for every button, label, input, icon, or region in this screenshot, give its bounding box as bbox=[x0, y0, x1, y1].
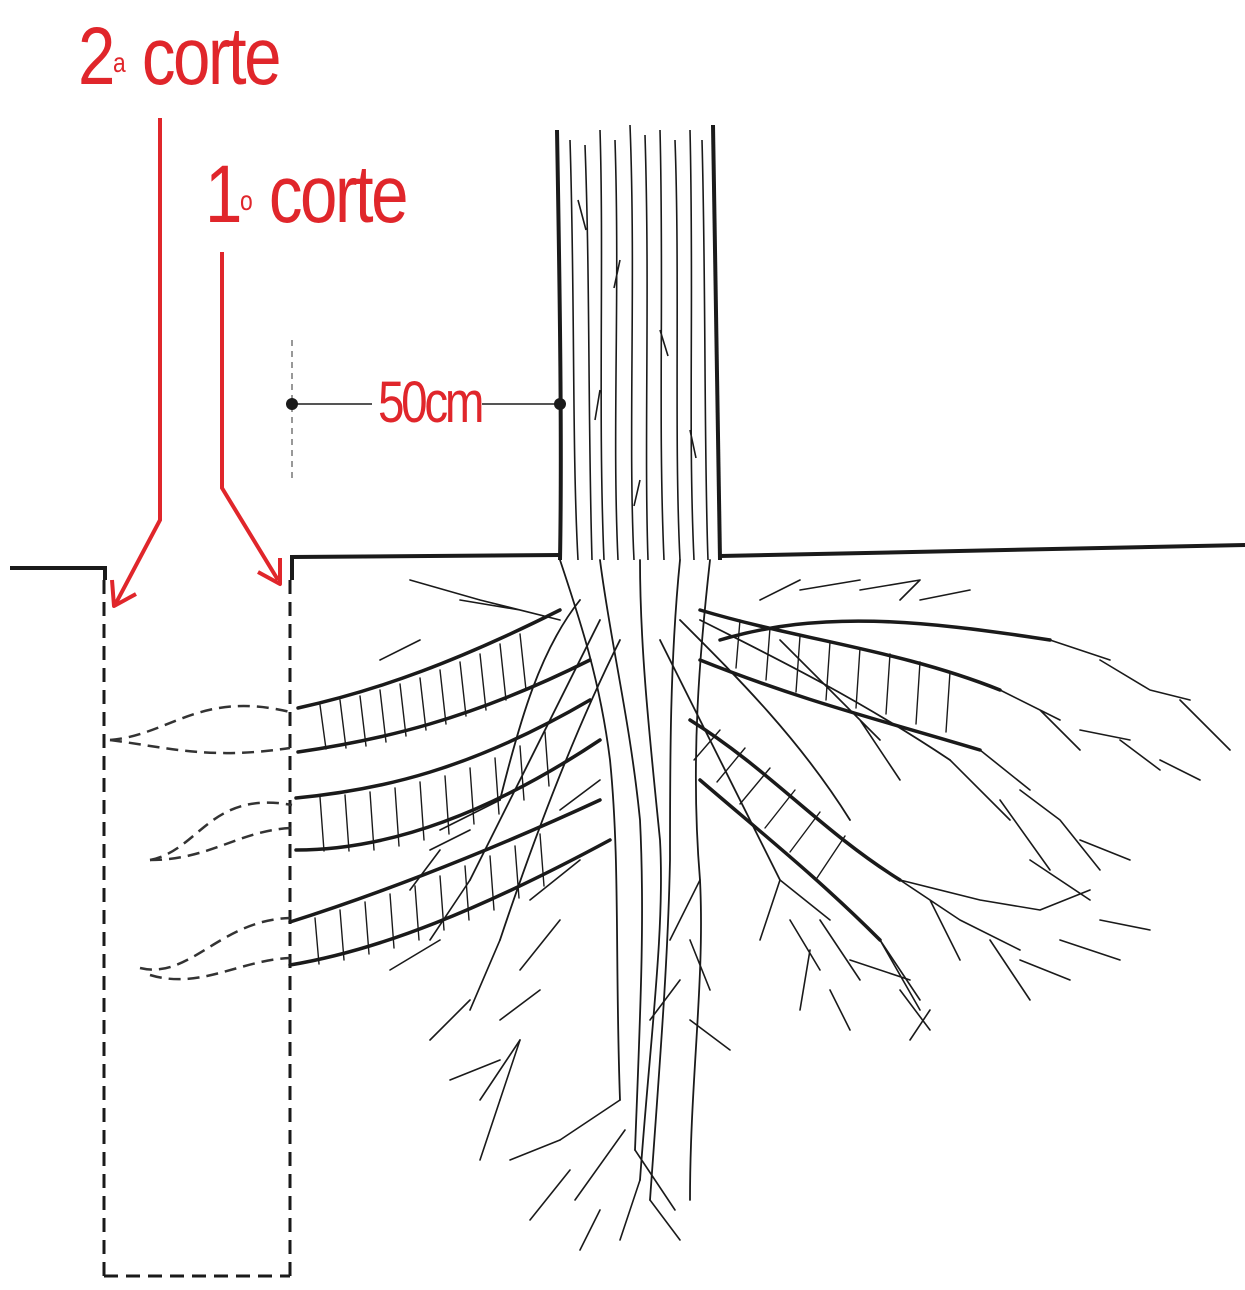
cut-arrow-1 bbox=[222, 252, 280, 584]
second-cut-word: corte bbox=[142, 11, 279, 102]
first-cut-word: corte bbox=[269, 149, 406, 240]
trench-outline bbox=[104, 580, 290, 1278]
second-cut-label: 2a corte bbox=[78, 12, 279, 102]
root-system bbox=[290, 560, 1230, 1250]
ground-line-far bbox=[720, 545, 1245, 556]
dot-marker-icon bbox=[554, 398, 566, 410]
second-cut-ordinal-mark: a bbox=[113, 47, 126, 78]
first-cut-number: 1 bbox=[205, 149, 240, 240]
second-cut-number: 2 bbox=[78, 11, 113, 102]
dot-marker-icon bbox=[286, 398, 298, 410]
first-cut-label: 1o corte bbox=[205, 150, 406, 240]
tree-trunk bbox=[557, 125, 720, 560]
distance-label: 50cm bbox=[378, 368, 481, 438]
cut-roots-ghost bbox=[110, 706, 292, 979]
ground-line-right bbox=[292, 555, 560, 580]
ground-line bbox=[10, 568, 105, 580]
first-cut-ordinal-mark: o bbox=[240, 185, 253, 216]
cut-arrow-2 bbox=[112, 118, 160, 606]
